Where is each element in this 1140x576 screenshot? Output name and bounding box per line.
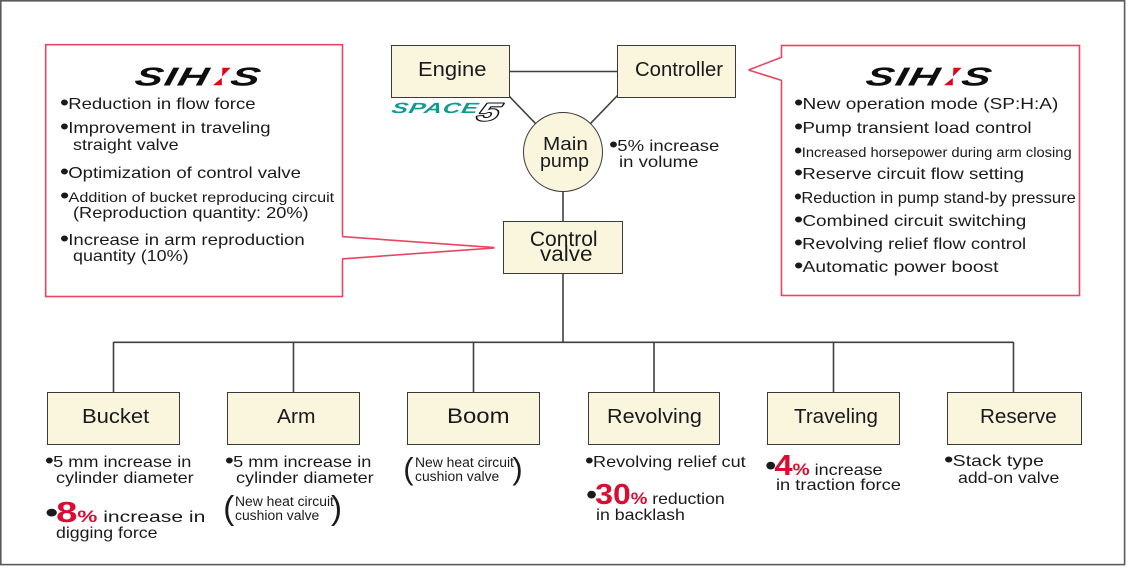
- svg-text:SIH: SIH: [863, 62, 944, 90]
- svg-text:SIH: SIH: [132, 62, 213, 90]
- svg-text:SPACE: SPACE: [390, 100, 481, 116]
- svg-text:S: S: [959, 62, 995, 90]
- svg-text:S: S: [228, 62, 264, 90]
